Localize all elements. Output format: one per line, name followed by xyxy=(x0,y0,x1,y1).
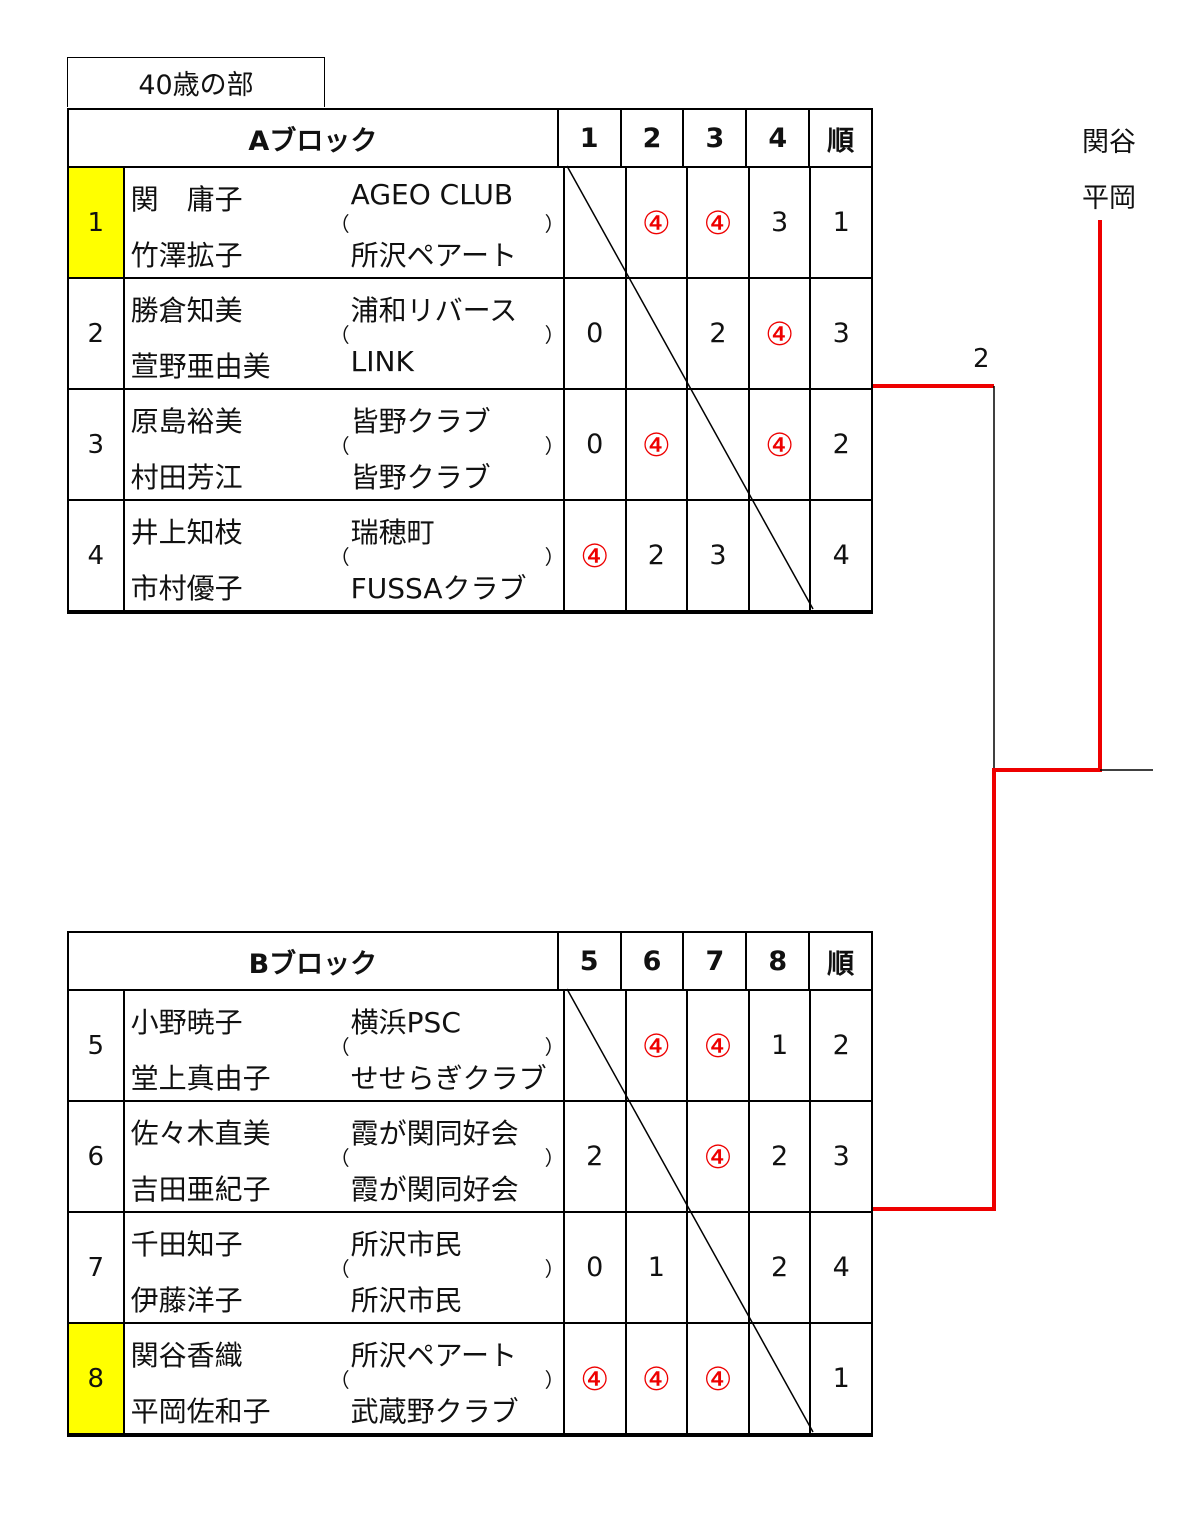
column-header: 6 xyxy=(619,933,683,989)
column-header: 8 xyxy=(745,933,808,989)
team-name: 皆野クラブ xyxy=(350,405,491,438)
player-name: 竹澤拡子 xyxy=(130,239,243,272)
entry-number: 8 xyxy=(69,1324,125,1433)
paren-close: ） xyxy=(544,545,565,569)
team-name: 所沢市民 xyxy=(350,1284,463,1317)
pair-info: 関 庸子 竹澤拡子 （ AGEO CLUB 所沢ペアート ） xyxy=(125,168,565,277)
team-name: 所沢ペアート xyxy=(350,1339,517,1372)
paren-open: （ xyxy=(329,323,350,347)
paren-open: （ xyxy=(329,1035,350,1059)
column-header: 4 xyxy=(745,110,808,166)
bracket-score: 2 xyxy=(973,344,990,374)
pair-info: 千田知子 伊藤洋子 （ 所沢市民 所沢市民 ） xyxy=(125,1213,565,1322)
entry-number: 5 xyxy=(69,991,125,1100)
entry-number: 7 xyxy=(69,1213,125,1322)
team-name: FUSSAクラブ xyxy=(350,572,527,605)
score-cell xyxy=(562,991,625,1100)
player-name: 村田芳江 xyxy=(130,461,243,494)
player-name: 関 庸子 xyxy=(130,183,243,216)
team-name: 武蔵野クラブ xyxy=(350,1395,519,1428)
score-cell xyxy=(562,168,625,277)
paren-close: ） xyxy=(544,434,565,458)
pair-info: 佐々木直美 吉田亜紀子 （ 霞が関同好会 霞が関同好会 ） xyxy=(125,1102,565,1211)
player-name: 平岡佐和子 xyxy=(130,1395,271,1428)
player-name: 勝倉知美 xyxy=(130,294,243,327)
team-name: 霞が関同好会 xyxy=(350,1117,519,1150)
team-name: 浦和リバース xyxy=(350,294,518,327)
paren-close: ） xyxy=(544,212,565,236)
block-name: Bブロック xyxy=(248,948,378,980)
column-header: 3 xyxy=(682,110,745,166)
block-name: Aブロック xyxy=(248,125,378,157)
team-name: AGEO CLUB xyxy=(350,178,514,211)
player-name: 吉田亜紀子 xyxy=(130,1173,271,1206)
paren-close: ） xyxy=(544,1257,565,1281)
entry-number: 4 xyxy=(69,501,125,610)
column-header: 5 xyxy=(556,933,620,989)
player-name: 萱野亜由美 xyxy=(130,350,271,383)
paren-open: （ xyxy=(329,1368,350,1392)
team-name: 所沢市民 xyxy=(350,1228,463,1261)
paren-open: （ xyxy=(329,212,350,236)
winner-name-2: 平岡 xyxy=(1082,183,1136,214)
player-name: 堂上真由子 xyxy=(130,1062,271,1095)
player-name: 原島裕美 xyxy=(130,405,243,438)
team-name: 横浜PSC xyxy=(350,1006,461,1039)
player-name: 佐々木直美 xyxy=(130,1117,271,1150)
paren-close: ） xyxy=(544,323,565,347)
player-name: 小野暁子 xyxy=(130,1006,243,1039)
player-name: 伊藤洋子 xyxy=(130,1284,243,1317)
rank-header: 順 xyxy=(808,110,871,166)
paren-open: （ xyxy=(329,545,350,569)
team-name: 瑞穂町 xyxy=(350,516,435,549)
column-header: 7 xyxy=(682,933,745,989)
entry-number: 6 xyxy=(69,1102,125,1211)
rank-header: 順 xyxy=(808,933,871,989)
paren-close: ） xyxy=(544,1368,565,1392)
winner-name-1: 関谷 xyxy=(1082,127,1136,158)
division-title: 40歳の部 xyxy=(67,57,325,107)
paren-open: （ xyxy=(329,1146,350,1170)
pair-info: 小野暁子 堂上真由子 （ 横浜PSC せせらぎクラブ ） xyxy=(125,991,565,1100)
team-name: せせらぎクラブ xyxy=(350,1062,547,1095)
team-name: LINK xyxy=(350,345,414,378)
pair-info: 原島裕美 村田芳江 （ 皆野クラブ 皆野クラブ ） xyxy=(125,390,565,499)
pair-info: 関谷香織 平岡佐和子 （ 所沢ペアート 武蔵野クラブ ） xyxy=(125,1324,565,1433)
entry-number: 1 xyxy=(69,168,125,277)
column-header: 1 xyxy=(556,110,620,166)
player-name: 井上知枝 xyxy=(130,516,243,549)
paren-close: ） xyxy=(544,1035,565,1059)
pair-info: 勝倉知美 萱野亜由美 （ 浦和リバース LINK ） xyxy=(125,279,565,388)
player-name: 千田知子 xyxy=(130,1228,243,1261)
entry-number: 3 xyxy=(69,390,125,499)
entry-number: 2 xyxy=(69,279,125,388)
paren-open: （ xyxy=(329,1257,350,1281)
paren-open: （ xyxy=(329,434,350,458)
pair-info: 井上知枝 市村優子 （ 瑞穂町 FUSSAクラブ ） xyxy=(125,501,565,610)
team-name: 所沢ペアート xyxy=(350,239,517,272)
team-name: 霞が関同好会 xyxy=(350,1173,519,1206)
column-header: 2 xyxy=(619,110,683,166)
player-name: 市村優子 xyxy=(130,572,243,605)
team-name: 皆野クラブ xyxy=(350,461,491,494)
paren-close: ） xyxy=(544,1146,565,1170)
player-name: 関谷香織 xyxy=(130,1339,243,1372)
